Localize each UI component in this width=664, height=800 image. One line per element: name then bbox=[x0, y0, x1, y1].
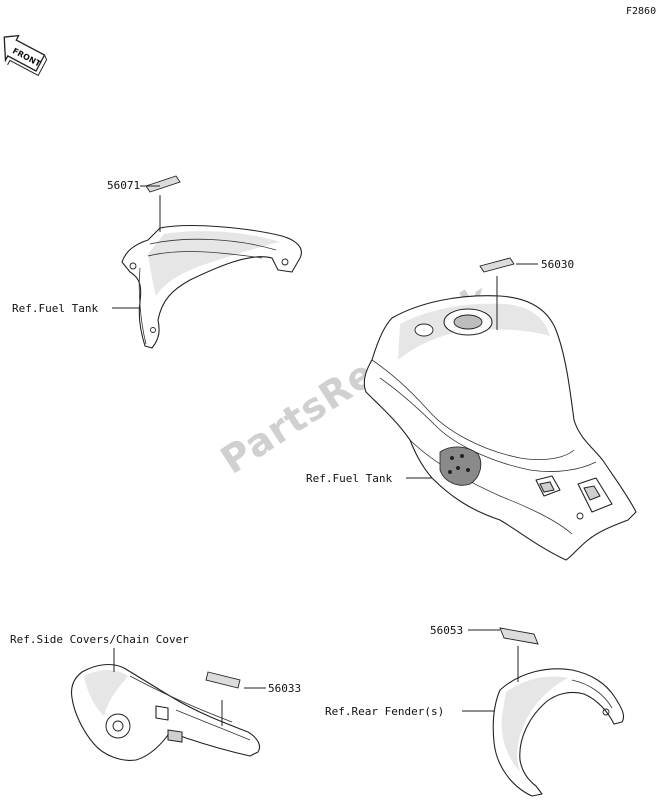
callout-56053-label: 56053 bbox=[430, 624, 463, 637]
figure-code: F2860 bbox=[626, 6, 656, 17]
fuel-tank-part bbox=[363, 295, 637, 561]
ref-fuel-tank-upper-label: Ref.Fuel Tank bbox=[12, 302, 98, 315]
rear-fender-part bbox=[492, 668, 625, 797]
decal-56030 bbox=[479, 257, 515, 273]
decal-56071 bbox=[145, 175, 181, 193]
front-arrow-icon: FRONT bbox=[3, 34, 48, 77]
ref-side-covers-label: Ref.Side Covers/Chain Cover bbox=[10, 633, 189, 646]
fuel-tank-cover-part bbox=[121, 225, 302, 349]
callout-56033-label: 56033 bbox=[268, 682, 301, 695]
decal-56033 bbox=[205, 671, 241, 689]
chain-cover-part bbox=[70, 663, 261, 761]
ref-fuel-tank-main-label: Ref.Fuel Tank bbox=[306, 472, 392, 485]
callout-56030-label: 56030 bbox=[541, 258, 574, 271]
callout-56071-label: 56071 bbox=[107, 179, 140, 192]
ref-rear-fender-label: Ref.Rear Fender(s) bbox=[325, 705, 444, 718]
decal-56053 bbox=[499, 627, 539, 645]
